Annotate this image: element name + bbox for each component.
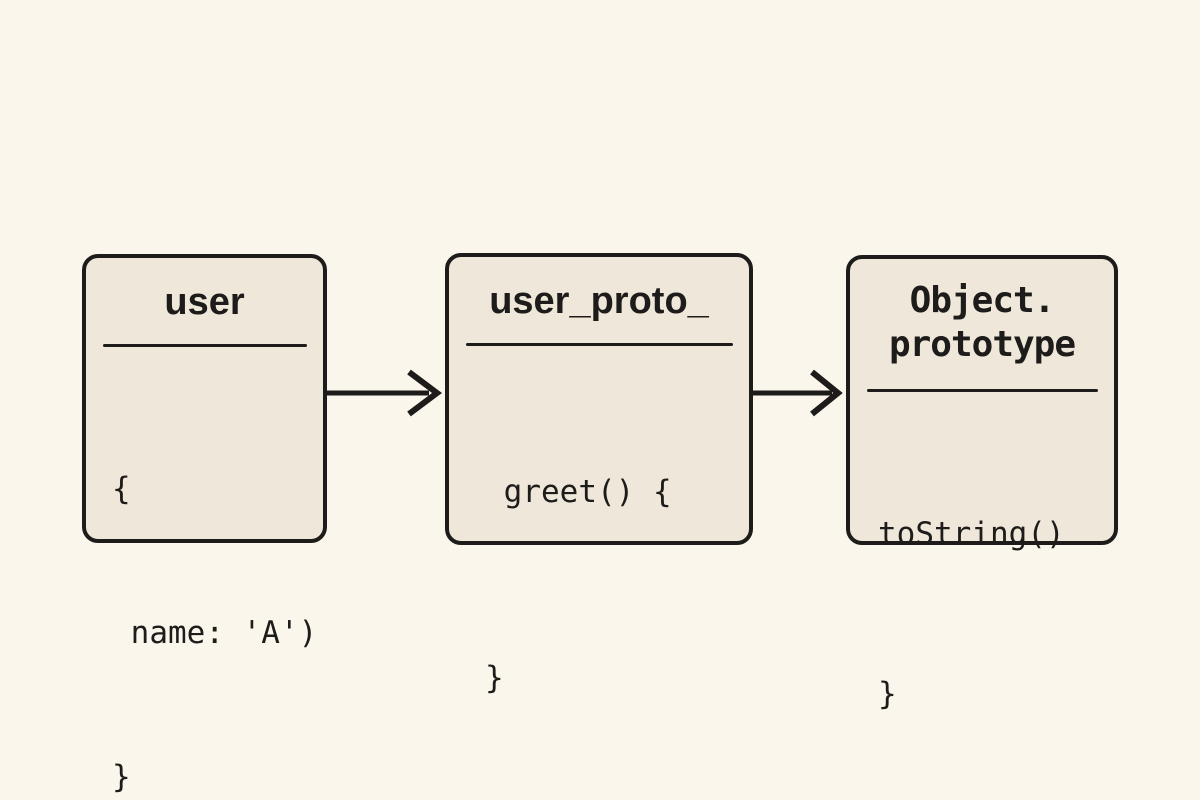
node-user-code: { name: 'A') }: [86, 347, 323, 800]
node-user-proto-divider: [466, 343, 733, 346]
arrowhead-icon: [407, 369, 442, 417]
code-line: name: 'A'): [112, 615, 318, 651]
node-user: user { name: 'A') }: [82, 254, 327, 795]
arrow-user-to-proto-icon: [325, 369, 442, 417]
node-object-prototype: Object. prototype toString() }: [846, 255, 1118, 712]
code-line: }: [112, 759, 131, 795]
node-user-proto-code: greet() { }: [449, 346, 749, 798]
arrowhead-icon: [810, 369, 843, 417]
node-object-prototype-title: Object. prototype: [850, 259, 1114, 367]
code-line: }: [878, 676, 897, 712]
code-line: {: [112, 471, 131, 507]
code-line: greet() {: [485, 474, 672, 510]
title-line: prototype: [888, 324, 1076, 365]
title-line: Object.: [909, 280, 1056, 321]
node-object-prototype-divider: [867, 389, 1098, 392]
node-user-proto-title: user_proto_: [489, 280, 709, 322]
code-line: toString(): [878, 516, 1065, 552]
node-user-divider: [103, 344, 307, 347]
node-user-proto: user_proto_ greet() { }: [445, 253, 753, 696]
node-object-prototype-code: toString() }: [850, 392, 1114, 800]
code-line: }: [485, 660, 504, 696]
arrow-proto-to-object-icon: [750, 369, 843, 417]
node-user-title: user: [164, 281, 245, 323]
